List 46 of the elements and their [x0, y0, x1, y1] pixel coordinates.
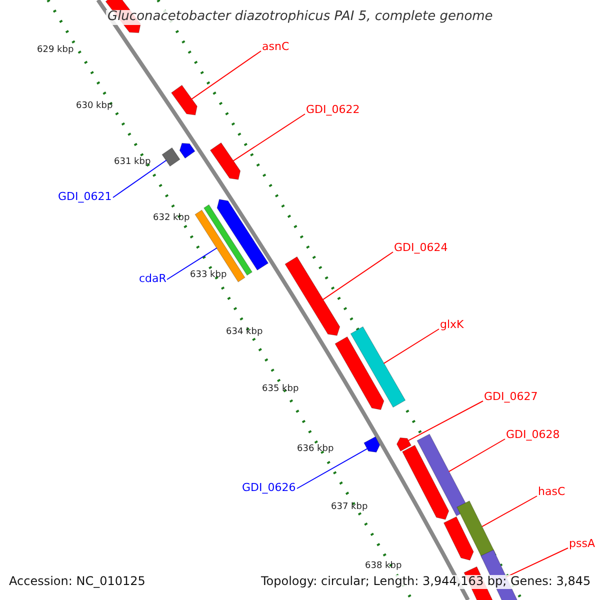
gene-bar — [179, 142, 196, 159]
gene-label: GDI_0626 — [242, 482, 296, 495]
leader-line — [232, 114, 306, 162]
gene-bar — [350, 326, 406, 408]
gene-bar — [170, 84, 198, 116]
gene-bar — [402, 444, 450, 520]
scale-label: 635 kbp — [262, 384, 299, 394]
gene-label: GDI_0627 — [484, 391, 538, 404]
gene-label: hasC — [538, 486, 566, 499]
leader-line — [383, 328, 440, 364]
leader-line — [112, 160, 167, 198]
scale-label: 632 kbp — [153, 213, 190, 224]
gene-label: GDI_0624 — [394, 242, 448, 255]
scale-label: 629 kbp — [37, 45, 74, 56]
scale-label: 634 kbp — [226, 327, 263, 338]
gene-label: GDI_0622 — [306, 104, 360, 117]
gene-bar — [216, 199, 269, 271]
leader-line — [482, 496, 538, 528]
gene-label: GDI_0621 — [58, 191, 112, 204]
genome-summary: Topology: circular; Length: 3,944,163 bp; Genes: 3,845 — [259, 575, 593, 589]
leader-line — [448, 438, 506, 472]
gene-label: cdaR — [139, 273, 166, 286]
leader-line — [191, 50, 262, 100]
gene-bar — [284, 256, 340, 336]
gene-label: glxK — [440, 319, 464, 332]
scale-label: 633 kbp — [190, 270, 227, 280]
gene-bar — [396, 437, 412, 452]
accession-text: Accession: NC_010125 — [9, 575, 146, 589]
gene-label: pssA — [569, 538, 595, 551]
gene-label: asnC — [262, 41, 290, 54]
scale-label: 638 kbp — [365, 561, 402, 572]
gene-bar — [364, 436, 380, 453]
scale-label: 630 kbp — [76, 101, 113, 112]
gene-bar — [210, 142, 241, 180]
gene-bar — [162, 147, 180, 167]
scale-label: 637 kbp — [331, 502, 368, 512]
leader-line — [408, 400, 484, 442]
leader-line — [296, 448, 368, 489]
scale-label: 636 kbp — [297, 444, 334, 454]
map-title: Gluconacetobacter diazotrophicus PAI 5, complete genome — [106, 10, 495, 25]
gene-label: GDI_0628 — [506, 429, 560, 442]
leader-line — [166, 248, 218, 280]
gene-bar — [443, 516, 474, 561]
gene-bar — [334, 336, 384, 410]
leader-line — [322, 252, 394, 300]
scale-label: 631 kbp — [114, 157, 151, 168]
